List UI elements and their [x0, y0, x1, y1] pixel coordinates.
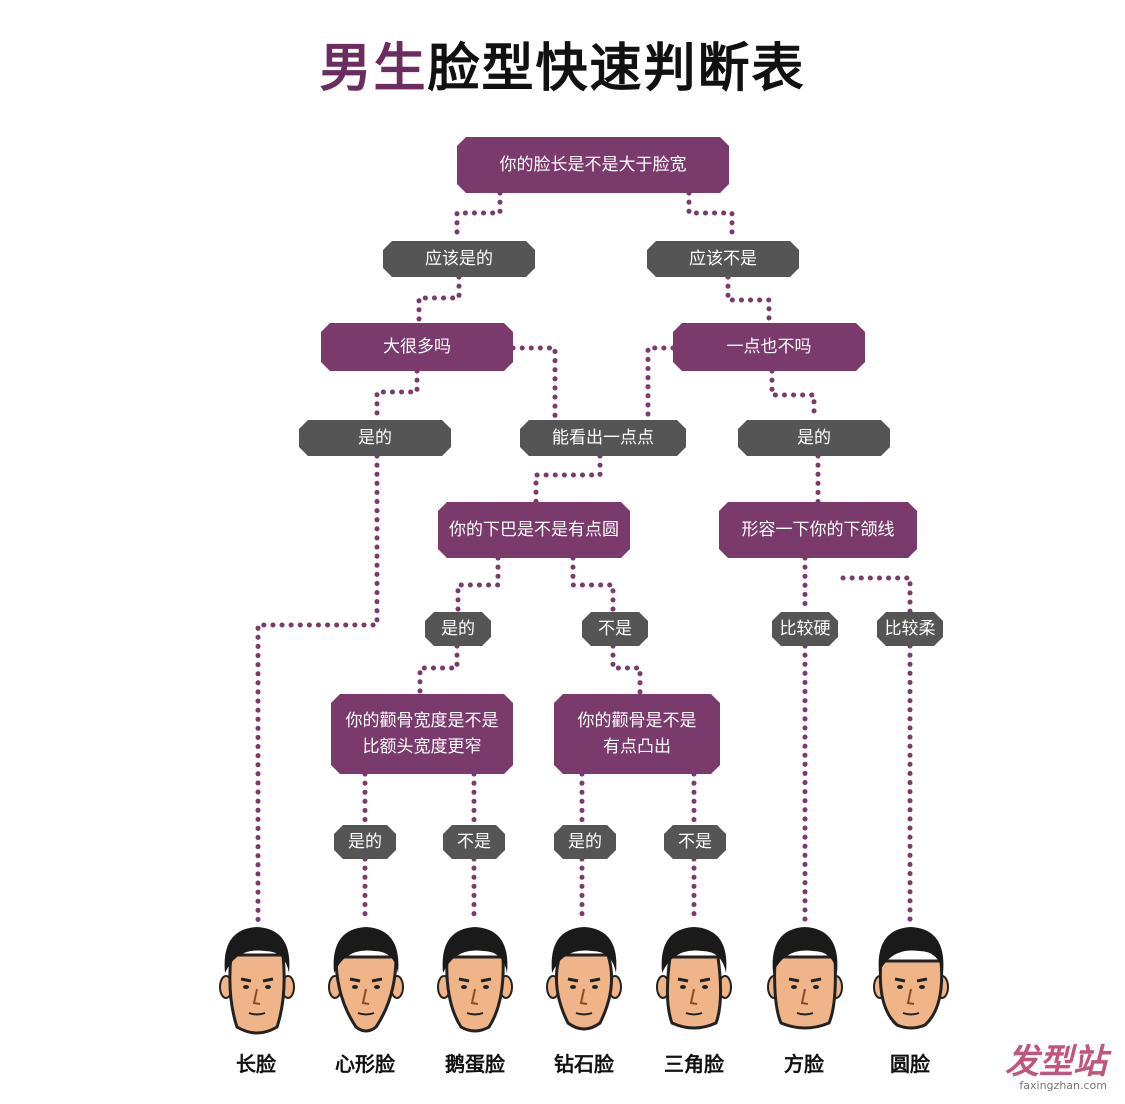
- dotted-connector: [416, 274, 462, 326]
- answer-chin-no: 不是: [582, 612, 648, 646]
- dotted-connector: [510, 345, 558, 423]
- answer-should-yes-text: 应该是的: [425, 249, 493, 269]
- answer-a-little: 能看出一点点: [520, 420, 686, 456]
- answer-yes-square: 是的: [738, 420, 890, 456]
- dotted-connector: [570, 555, 616, 615]
- answer-a-little-text: 能看出一点点: [552, 428, 654, 448]
- logo-main: 发型站: [1005, 1042, 1107, 1082]
- answer-jaw-hard-text: 比较硬: [779, 619, 831, 639]
- face-square-icon: [767, 927, 843, 1030]
- question-not-at-all-text: 一点也不吗: [726, 337, 812, 357]
- answer-should-no-text: 应该不是: [689, 249, 757, 269]
- answer-yes-long: 是的: [299, 420, 451, 456]
- answer-chin-yes-text: 是的: [441, 619, 475, 639]
- dotted-connector: [454, 190, 503, 244]
- face-triangle-icon: [656, 927, 732, 1030]
- answer-diamond-yes: 是的: [554, 825, 616, 859]
- question-much-more-text: 大很多吗: [383, 337, 451, 357]
- dotted-connector: [533, 453, 603, 505]
- dotted-connector: [686, 190, 735, 244]
- face-label-diamond: 钻石脸: [554, 1052, 614, 1076]
- face-label-square: 方脸: [784, 1052, 824, 1076]
- face-label-triangle: 三角脸: [664, 1052, 724, 1076]
- question-cheek-narrower-text: 你的颧骨宽度是不是 比额头宽度更窄: [345, 711, 499, 757]
- site-logo: 发型站 faxingzhan.com: [1005, 1034, 1107, 1092]
- question-round-chin-text: 你的下巴是不是有点圆: [449, 520, 619, 540]
- answer-oval-no: 不是: [443, 825, 505, 859]
- dotted-connector: [255, 453, 380, 923]
- dotted-connector: [455, 555, 501, 615]
- question-jawline: 形容一下你的下颌线: [719, 502, 917, 558]
- page-title: 男生脸型快速判断表: [0, 26, 1125, 101]
- dotted-connector: [417, 643, 460, 697]
- answer-jaw-soft-text: 比较柔: [884, 619, 936, 639]
- answer-yes-long-text: 是的: [358, 428, 392, 448]
- title-rest: 脸型快速判断表: [427, 39, 806, 99]
- question-cheek-protrude: 你的颧骨是不是 有点凸出: [554, 694, 720, 774]
- face-oval-icon: [437, 927, 513, 1033]
- answer-chin-no-text: 不是: [598, 619, 632, 639]
- dotted-connector: [610, 643, 643, 697]
- dotted-connector: [725, 274, 772, 326]
- dotted-connector: [769, 368, 817, 423]
- face-long-icon: [219, 927, 295, 1035]
- face-label-heart: 心形脸: [335, 1052, 395, 1076]
- answer-oval-no-text: 不是: [457, 832, 491, 852]
- answer-triangle-no: 不是: [664, 825, 726, 859]
- face-label-long: 长脸: [236, 1052, 276, 1076]
- dotted-connector: [374, 368, 420, 423]
- title-accent: 男生: [319, 39, 428, 99]
- dotted-connector: [645, 345, 676, 423]
- question-much-more: 大很多吗: [321, 323, 513, 371]
- question-face-length: 你的脸长是不是大于脸宽: [457, 137, 729, 193]
- question-not-at-all: 一点也不吗: [673, 323, 865, 371]
- question-round-chin: 你的下巴是不是有点圆: [438, 502, 630, 558]
- answer-should-yes: 应该是的: [383, 241, 535, 277]
- question-cheek-protrude-text: 你的颧骨是不是 有点凸出: [577, 711, 697, 757]
- question-jawline-text: 形容一下你的下颌线: [741, 520, 895, 540]
- question-face-length-text: 你的脸长是不是大于脸宽: [499, 155, 687, 175]
- dotted-connector: [840, 575, 913, 615]
- logo-sub: faxingzhan.com: [1019, 1079, 1107, 1092]
- face-diamond-icon: [546, 927, 622, 1031]
- face-label-oval: 鹅蛋脸: [445, 1052, 505, 1076]
- face-heart-icon: [328, 927, 404, 1033]
- answer-jaw-soft: 比较柔: [877, 612, 943, 646]
- answer-chin-yes: 是的: [425, 612, 491, 646]
- answer-triangle-no-text: 不是: [678, 832, 712, 852]
- answer-heart-yes-text: 是的: [348, 832, 382, 852]
- answer-heart-yes: 是的: [334, 825, 396, 859]
- question-cheek-narrower: 你的颧骨宽度是不是 比额头宽度更窄: [331, 694, 513, 774]
- face-round-icon: [873, 927, 949, 1030]
- answer-diamond-yes-text: 是的: [568, 832, 602, 852]
- answer-jaw-hard: 比较硬: [772, 612, 838, 646]
- answer-should-no: 应该不是: [647, 241, 799, 277]
- answer-yes-square-text: 是的: [797, 428, 831, 448]
- face-label-round: 圆脸: [890, 1052, 930, 1076]
